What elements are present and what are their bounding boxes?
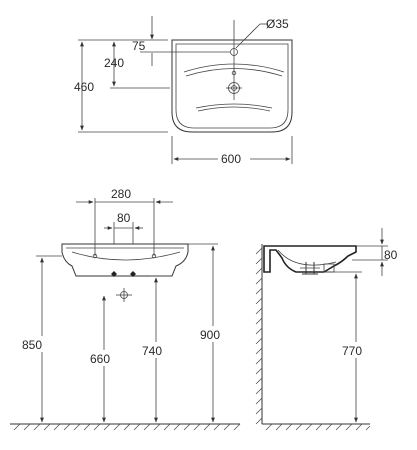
top-view-depth-label: 460 xyxy=(74,80,94,94)
top-view-tap-back-label: 75 xyxy=(132,39,146,53)
front-view-rim-height-label: 850 xyxy=(22,338,42,352)
side-view-floor-hatching xyxy=(265,423,371,431)
top-view-basin-inner-outline xyxy=(175,43,289,129)
front-view-bowl-curve xyxy=(71,251,181,261)
top-view-tap-waste-label: 240 xyxy=(104,56,124,70)
side-view: 80 770 xyxy=(255,228,398,431)
side-view-bracket-height-label: 770 xyxy=(342,344,362,358)
top-view-bowl-bottom-arc xyxy=(195,103,273,109)
front-view: 280 80 850 660 740 900 xyxy=(10,187,241,431)
top-view-bowl-bottom-arc-inner xyxy=(197,106,271,112)
front-view-waste-marker-right xyxy=(130,271,136,277)
side-view-wall-hatching xyxy=(255,247,263,425)
top-view: Ø35 460 240 75 600 xyxy=(74,16,293,166)
top-view-diameter-leader xyxy=(235,23,261,49)
top-view-tap-hole-diameter-label: Ø35 xyxy=(266,17,289,31)
front-view-tap-spacing-label: 80 xyxy=(117,211,131,225)
front-view-basin-outline xyxy=(61,243,189,277)
top-view-basin-outline xyxy=(171,39,293,133)
front-view-waste-marker-left xyxy=(111,271,117,277)
side-view-bowl-depth-label: 80 xyxy=(384,248,398,262)
side-view-bowl-curve xyxy=(277,249,337,266)
top-view-width-label: 600 xyxy=(221,152,241,166)
side-view-basin-section xyxy=(263,245,357,273)
front-view-waste-spacing-label: 280 xyxy=(111,187,131,201)
front-view-inlet-height-label: 740 xyxy=(142,344,162,358)
front-view-overall-height-label: 900 xyxy=(200,328,220,342)
front-view-waste-height-label: 660 xyxy=(90,352,110,366)
front-view-floor-hatching xyxy=(13,423,241,431)
